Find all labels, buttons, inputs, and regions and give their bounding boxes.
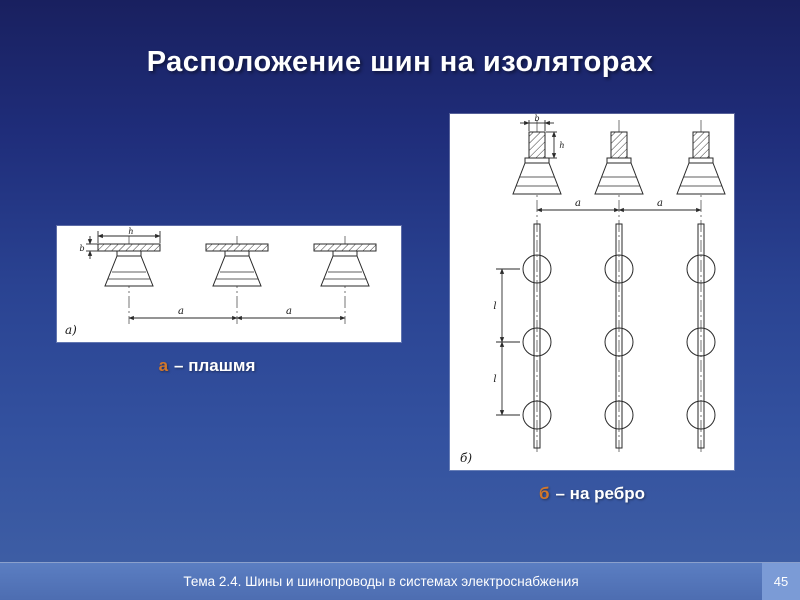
caption-flat-text: – плашмя — [174, 356, 256, 375]
insulator-side-view — [97, 236, 161, 324]
caption-flat: а – плашмя — [57, 356, 357, 376]
figure-a-label: а) — [65, 323, 77, 337]
bus-edge-section — [528, 131, 546, 159]
dim-label-spacing: a — [286, 306, 292, 317]
dim-label-width: h — [128, 227, 133, 236]
caption-edge: б – на ребро — [450, 484, 734, 504]
insulator-cap — [522, 400, 552, 430]
insulator-side-view — [313, 236, 377, 324]
dim-label-spacing: a — [657, 198, 663, 209]
footer-bar: Тема 2.4. Шины и шинопроводы в системах … — [0, 562, 800, 600]
dim-label-thickness: b — [79, 244, 84, 253]
insulator-cap — [522, 254, 552, 284]
page-number: 45 — [762, 563, 800, 600]
insulator-cap — [522, 327, 552, 357]
dim-label-spacing: a — [178, 306, 184, 317]
diagram-edge-drawing: b h a a l l б) — [460, 114, 726, 465]
insulator-side-view — [205, 236, 269, 324]
footer-text: Тема 2.4. Шины и шинопроводы в системах … — [183, 574, 579, 589]
slide-title: Расположение шин на изоляторах — [146, 46, 654, 78]
bus-column — [594, 120, 644, 454]
bus-flat-section — [97, 243, 161, 252]
dim-label-length: l — [493, 374, 496, 385]
dim-label-height: h — [559, 141, 564, 150]
caption-edge-text: – на ребро — [555, 484, 646, 503]
figure-flat-arrangement: h b a a а) — [57, 226, 401, 342]
bus-strip — [533, 223, 541, 449]
bus-column — [676, 120, 726, 454]
dim-label-width: b — [534, 114, 539, 123]
caption-edge-letter: б — [538, 484, 550, 503]
dim-label-length: l — [493, 301, 496, 312]
caption-flat-letter: а — [158, 356, 169, 375]
bus-column — [512, 120, 562, 454]
diagram-flat-drawing: h b a a а) — [65, 227, 377, 337]
figure-b-label: б) — [460, 451, 472, 465]
figure-edge-arrangement: b h a a l l б) — [450, 114, 734, 470]
dim-label-spacing: a — [575, 198, 581, 209]
